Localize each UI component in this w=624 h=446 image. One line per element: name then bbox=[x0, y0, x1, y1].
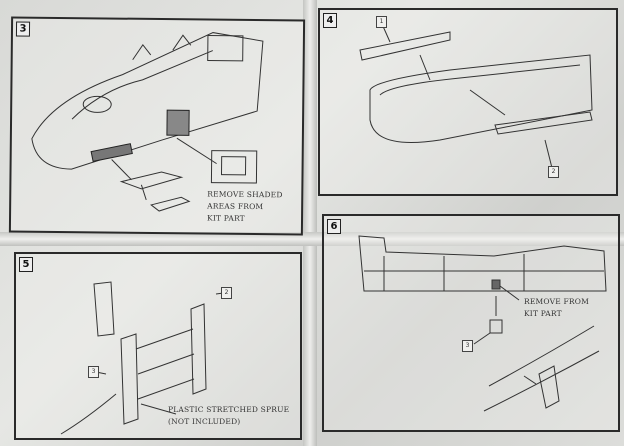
fuselage-side-drawing bbox=[358, 235, 607, 412]
step-number: 4 bbox=[323, 13, 337, 28]
step-number: 6 bbox=[327, 219, 341, 234]
part-label-1: 1 bbox=[376, 16, 387, 28]
ladder-drawing bbox=[60, 281, 232, 435]
sprue-note: PLASTIC STRETCHED SPRUE (NOT INCLUDED) bbox=[168, 405, 290, 426]
step-4-panel: 4 1 2 bbox=[318, 8, 618, 196]
fuselage-section-drawing bbox=[359, 23, 593, 169]
vertical-fold bbox=[303, 0, 317, 446]
part-label-2: 2 bbox=[548, 166, 559, 178]
step-6-panel: 6 3 REMOVE FROM KIT PART bbox=[322, 214, 620, 432]
horizontal-fold bbox=[0, 232, 624, 246]
step-5-panel: 5 2 3 PLASTIC STRETCHED SPRUE (NOT INCLU… bbox=[14, 252, 302, 440]
part-label-2: 2 bbox=[221, 287, 232, 299]
remove-shaded-note: REMOVE SHADED AREAS FROM KIT PART bbox=[206, 189, 283, 223]
step-number: 5 bbox=[19, 257, 33, 272]
part-label-3: 3 bbox=[462, 340, 473, 352]
part-label-3: 3 bbox=[88, 366, 99, 378]
remove-from-kit-note: REMOVE FROM KIT PART bbox=[524, 297, 589, 318]
step-3-panel: 3 REMOVE SHADED AREAS FROM KIT PART bbox=[8, 16, 306, 236]
cockpit-tub-drawing bbox=[31, 32, 264, 212]
